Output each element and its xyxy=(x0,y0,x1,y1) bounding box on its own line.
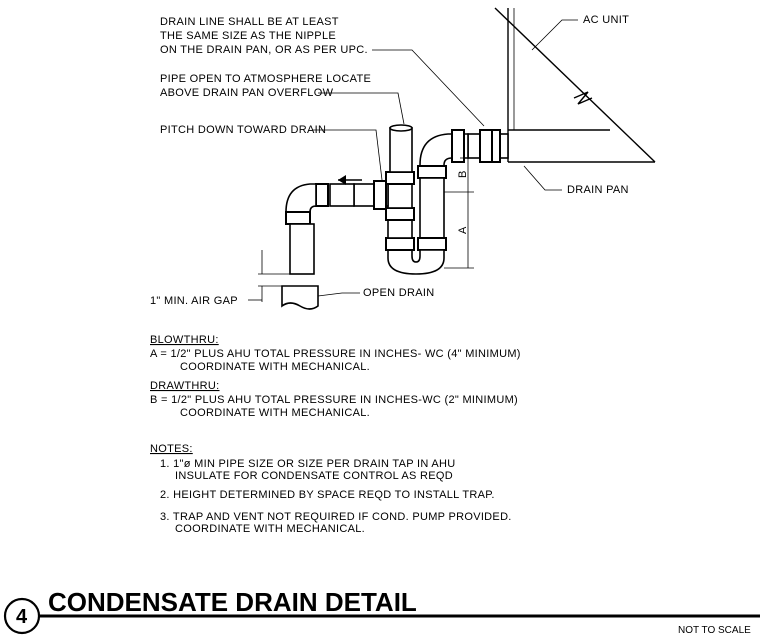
note-3: 3. TRAP AND VENT NOT REQUIRED IF COND. P… xyxy=(160,511,512,523)
leader-lines xyxy=(312,19,578,297)
dim-b-label: B xyxy=(457,170,469,178)
note-3-cont: COORDINATE WITH MECHANICAL. xyxy=(175,523,365,535)
dimension-lines xyxy=(248,157,476,302)
blowthru-heading: BLOWTHRU: xyxy=(150,334,219,346)
notes-heading: NOTES: xyxy=(150,443,193,455)
dim-a-label: A xyxy=(457,226,469,234)
note-1: 1. 1"ø MIN PIPE SIZE OR SIZE PER DRAIN T… xyxy=(160,458,456,470)
pipe-open-callout-2: ABOVE DRAIN PAN OVERFLOW xyxy=(160,87,334,99)
drain-line-callout-1: DRAIN LINE SHALL BE AT LEAST xyxy=(160,16,339,28)
blowthru-line-2: COORDINATE WITH MECHANICAL. xyxy=(180,361,370,373)
detail-title: CONDENSATE DRAIN DETAIL xyxy=(48,587,417,617)
drawthru-line-2: COORDINATE WITH MECHANICAL. xyxy=(180,407,370,419)
blowthru-line-1: A = 1/2" PLUS AHU TOTAL PRESSURE IN INCH… xyxy=(150,348,521,360)
title-block xyxy=(3,597,760,635)
drawthru-line-1: B = 1/2" PLUS AHU TOTAL PRESSURE IN INCH… xyxy=(150,394,518,406)
pipe-open-callout-1: PIPE OPEN TO ATMOSPHERE LOCATE xyxy=(160,73,371,85)
drain-line-callout-2: THE SAME SIZE AS THE NIPPLE xyxy=(160,30,336,42)
ac-unit-label: AC UNIT xyxy=(583,14,629,26)
note-1-cont: INSULATE FOR CONDENSATE CONTROL AS REQD xyxy=(175,470,453,482)
drain-line-callout-3: ON THE DRAIN PAN, OR AS PER UPC. xyxy=(160,44,368,56)
drawthru-heading: DRAWTHRU: xyxy=(150,380,220,392)
air-gap-label: 1" MIN. AIR GAP xyxy=(150,295,238,307)
piping-drawing xyxy=(281,124,509,310)
note-2: 2. HEIGHT DETERMINED BY SPACE REQD TO IN… xyxy=(160,489,495,501)
drain-pan-label: DRAIN PAN xyxy=(567,184,629,196)
pitch-down-callout: PITCH DOWN TOWARD DRAIN xyxy=(160,124,326,136)
ac-unit-drawing xyxy=(494,7,656,163)
scale-note: NOT TO SCALE xyxy=(678,625,751,636)
detail-number: 4 xyxy=(16,606,28,628)
open-drain-label: OPEN DRAIN xyxy=(363,287,434,299)
